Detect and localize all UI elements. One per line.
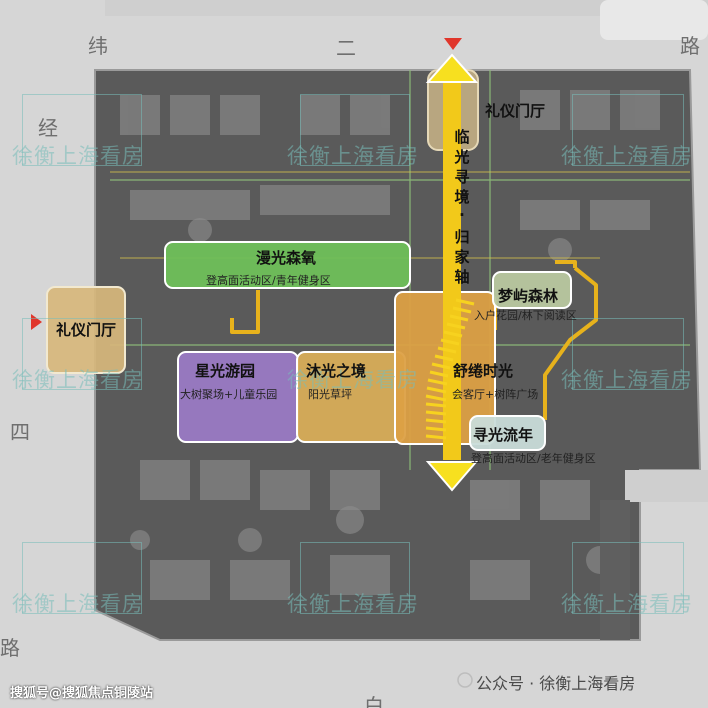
axis-char: 寻 xyxy=(454,168,470,186)
watermark-frame xyxy=(22,542,142,614)
zone-subtitle-forest-oxygen: 登高面活动区/青年健身区 xyxy=(206,274,331,287)
watermark-frame xyxy=(572,542,684,614)
road-char-5: 四 xyxy=(10,420,30,444)
watermark-text: 徐衡上海看房 xyxy=(12,368,144,392)
watermark-frame xyxy=(300,94,410,166)
road-char-3: 路 xyxy=(680,34,700,58)
axis-char: 境 xyxy=(454,188,470,206)
road-char-4: 经 xyxy=(38,116,58,140)
road-char-2: 二 xyxy=(336,36,356,60)
axis-arrow xyxy=(425,53,479,492)
watermark-text: 徐衡上海看房 xyxy=(561,368,693,392)
watermark-text: 徐衡上海看房 xyxy=(561,144,693,168)
watermark-text: 徐衡上海看房 xyxy=(561,592,693,616)
watermark-text: 徐衡上海看房 xyxy=(12,592,144,616)
zone-subtitle-leisure-time: 会客厅+树阵广场 xyxy=(452,388,539,401)
zone-subtitle-light-stream: 登高面活动区/老年健身区 xyxy=(471,452,596,465)
account-credit: 公众号 · 徐衡上海看房 xyxy=(476,674,636,693)
axis-char: 轴 xyxy=(454,268,470,286)
watermark-text: 徐衡上海看房 xyxy=(287,592,419,616)
watermark-text: 徐衡上海看房 xyxy=(287,144,419,168)
zone-subtitle-sunbath-realm: 阳光草坪 xyxy=(308,388,352,401)
road-char-7: 白 xyxy=(364,694,384,708)
source-credit: 搜狐号@搜狐焦点铜陵站 xyxy=(10,686,154,701)
road-char-1: 纬 xyxy=(88,34,108,58)
watermark-frame xyxy=(22,318,142,390)
watermark-frame xyxy=(22,94,142,166)
axis-char: · xyxy=(459,206,465,224)
zone-title-sunbath-realm: 沐光之境 xyxy=(306,362,367,380)
watermark-text: 徐衡上海看房 xyxy=(287,368,419,392)
axis-char: 家 xyxy=(454,248,470,266)
zone-title-dream-island-forest: 梦屿森林 xyxy=(498,287,559,305)
watermark-frame xyxy=(300,542,410,614)
watermark-frame xyxy=(572,318,684,390)
zone-subtitle-dream-island-forest: 入户花园/林下阅读区 xyxy=(474,309,577,322)
zone-subtitle-starlight-garden: 大树聚场+儿童乐园 xyxy=(180,388,278,401)
road-char-6: 路 xyxy=(0,636,20,660)
zone-title-west-lobby: 礼仪门厅 xyxy=(56,321,117,339)
axis-char: 归 xyxy=(454,228,470,246)
zone-title-north-lobby: 礼仪门厅 xyxy=(485,102,546,120)
axis-char: 光 xyxy=(454,148,470,166)
axis-char: 临 xyxy=(454,128,470,146)
zone-title-starlight-garden: 星光游园 xyxy=(195,362,256,380)
zone-title-light-stream: 寻光流年 xyxy=(473,426,534,444)
zone-title-forest-oxygen: 漫光森氧 xyxy=(256,249,317,267)
watermark-text: 徐衡上海看房 xyxy=(12,144,144,168)
watermark-frame xyxy=(572,94,684,166)
zone-title-leisure-time: 舒绻时光 xyxy=(453,362,514,380)
north-entrance-marker xyxy=(444,38,462,50)
zone-boxes xyxy=(46,69,572,451)
